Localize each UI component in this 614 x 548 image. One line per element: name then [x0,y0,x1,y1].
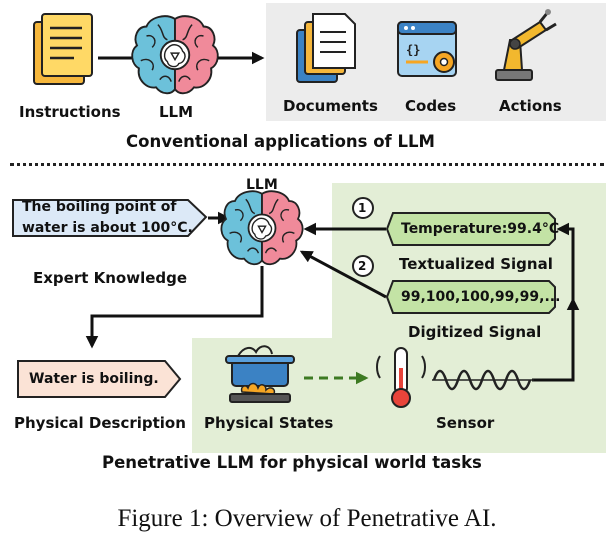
section-divider [10,163,604,166]
physical-output-text: Water is boiling. [29,371,159,387]
llm-label-bottom: LLM [246,177,278,193]
documents-icon [296,13,356,83]
robot-arm-icon [495,9,557,81]
textual-signal-box [385,212,556,246]
digitized-signal-box [385,280,556,314]
textual-signal-value: Temperature:99.4°C [401,221,560,237]
arrow-digitized-llm [299,250,387,299]
boiling-pot-icon [225,345,295,403]
digitized-signal-value: 99,100,100,99,99,... [401,289,561,305]
conventional-title: Conventional applications of LLM [126,132,435,151]
physical-states-label: Physical States [204,414,334,432]
expert-knowledge-box [12,199,208,237]
sensor-label: Sensor [436,414,495,432]
llm-brain-icon-bottom [220,190,304,266]
figure-caption: Figure 1: Overview of Penetrative AI. [117,505,497,532]
knowledge-line-2: water is about 100°C. [22,220,193,236]
code-window-icon: {} [397,21,457,77]
documents-label: Documents [283,97,378,115]
digitized-signal-label: Digitized Signal [408,323,542,341]
llm-brain-icon-top [131,15,219,95]
step-1-circle [352,197,374,219]
arrow-llm-output [85,266,264,349]
codes-label: Codes [405,97,457,115]
expert-knowledge-label: Expert Knowledge [33,269,188,287]
instructions-icon [33,13,93,85]
arrow-sensor-textual [556,222,575,300]
actions-label: Actions [499,97,562,115]
physical-description-label: Physical Description [14,414,186,432]
knowledge-line-1: The boiling point of [22,199,177,215]
svg-text:{}: {} [406,43,420,57]
textual-signal-label: Textualized Signal [399,255,553,273]
penetrative-title: Penetrative LLM for physical world tasks [102,453,482,472]
llm-label-top: LLM [159,103,194,121]
physical-output-box [17,360,182,398]
thermometer-icon [376,347,426,408]
step-2-circle [352,255,374,277]
step-1-label: 1 [358,201,367,215]
step-2-label: 2 [358,259,367,273]
instructions-label: Instructions [19,103,121,121]
arrow-sensor-digitized [532,297,580,382]
